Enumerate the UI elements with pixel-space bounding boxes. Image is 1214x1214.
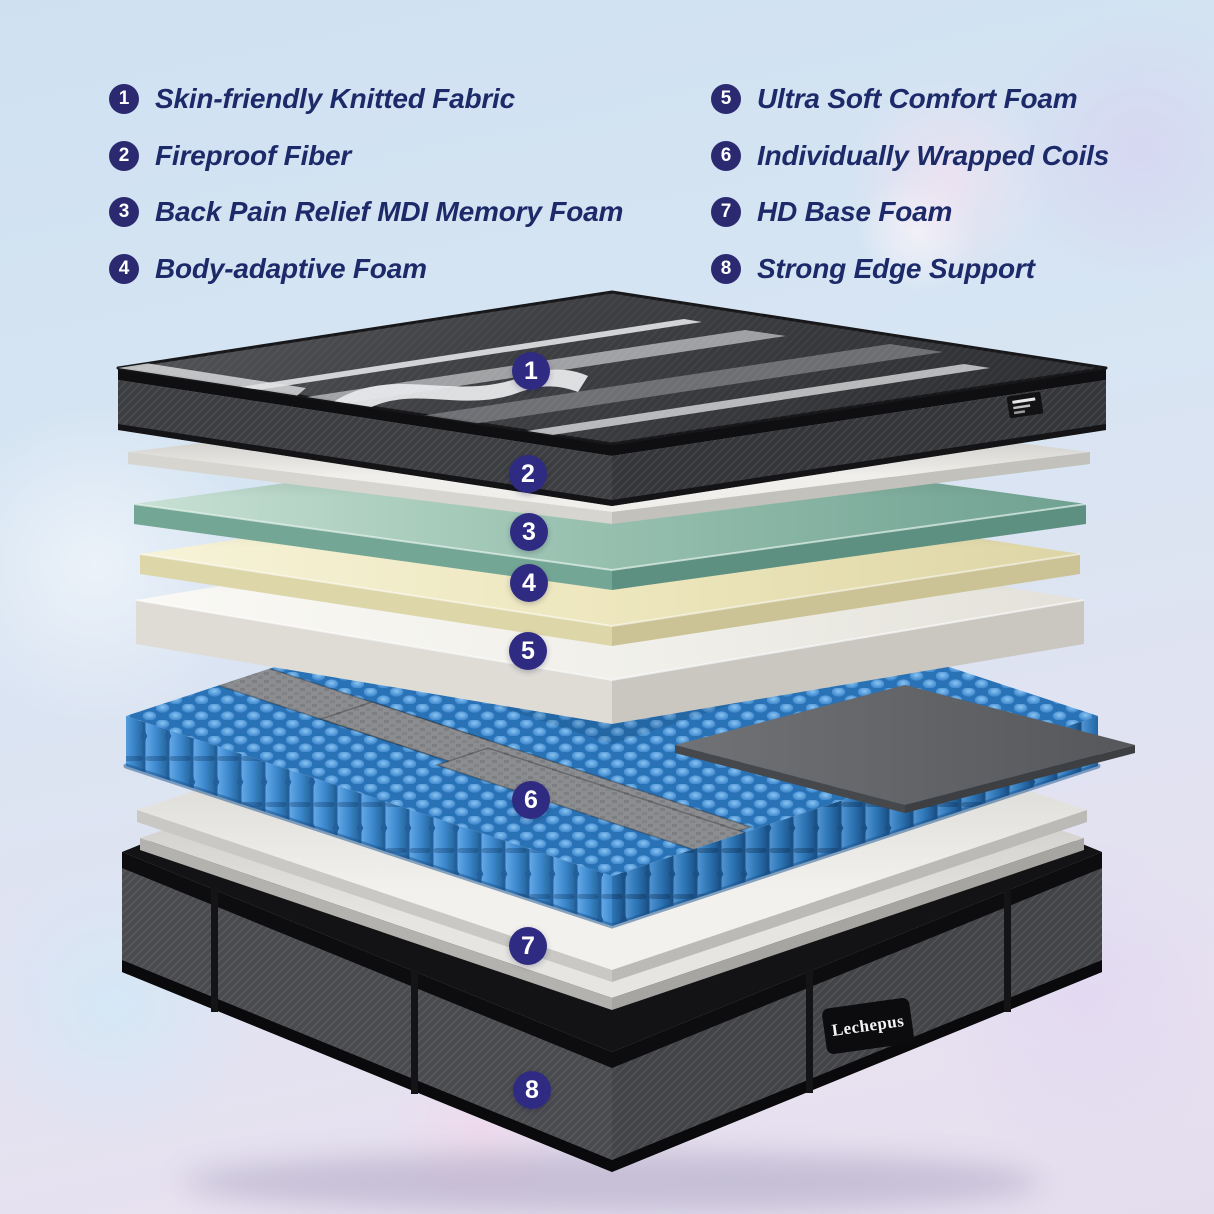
legend-item-7: 7 HD Base Foam xyxy=(711,196,952,228)
legend-item-8: 8 Strong Edge Support xyxy=(711,253,1035,285)
legend-item-6: 6 Individually Wrapped Coils xyxy=(711,140,1109,172)
legend-label: Skin-friendly Knitted Fabric xyxy=(155,83,515,114)
legend-label: Fireproof Fiber xyxy=(155,140,352,171)
ground-shadow xyxy=(182,1152,1042,1212)
legend-item-3: 3 Back Pain Relief MDI Memory Foam xyxy=(109,196,623,228)
layer-badge-5: 5 xyxy=(509,632,547,670)
legend-label: Back Pain Relief MDI Memory Foam xyxy=(155,196,624,227)
number-bullet-icon: 3 xyxy=(109,197,139,227)
number-bullet-icon: 5 xyxy=(711,84,741,114)
nonwoven-fabric-sheet xyxy=(675,685,1135,813)
legend-item-2: 2 Fireproof Fiber xyxy=(109,140,351,172)
legend-item-4: 4 Body-adaptive Foam xyxy=(109,253,427,285)
legend-item-1: 1 Skin-friendly Knitted Fabric xyxy=(109,83,515,115)
care-label-tag xyxy=(1006,391,1044,419)
legend-item-5: 5 Ultra Soft Comfort Foam xyxy=(711,83,1078,115)
fabric-stripe-pattern xyxy=(118,292,1106,444)
legend-label: HD Base Foam xyxy=(757,196,953,227)
base-seam-tapes xyxy=(211,888,1011,1094)
legend-label: Ultra Soft Comfort Foam xyxy=(757,83,1078,114)
layer-1-knitted-fabric-top xyxy=(116,290,1108,506)
number-bullet-icon: 1 xyxy=(109,84,139,114)
legend-label: Individually Wrapped Coils xyxy=(757,140,1110,171)
layer-badge-2: 2 xyxy=(509,455,547,493)
number-bullet-icon: 4 xyxy=(109,254,139,284)
layer-badge-1: 1 xyxy=(512,352,550,390)
legend-label: Strong Edge Support xyxy=(757,253,1035,284)
number-bullet-icon: 6 xyxy=(711,141,741,171)
layer-badge-4: 4 xyxy=(510,564,548,602)
layer-badge-7: 7 xyxy=(509,927,547,965)
legend-label: Body-adaptive Foam xyxy=(155,253,427,284)
number-bullet-icon: 8 xyxy=(711,254,741,284)
layer-badge-6: 6 xyxy=(512,781,550,819)
number-bullet-icon: 2 xyxy=(109,141,139,171)
layer-badge-3: 3 xyxy=(510,513,548,551)
number-bullet-icon: 7 xyxy=(711,197,741,227)
layer-badge-8: 8 xyxy=(513,1071,551,1109)
